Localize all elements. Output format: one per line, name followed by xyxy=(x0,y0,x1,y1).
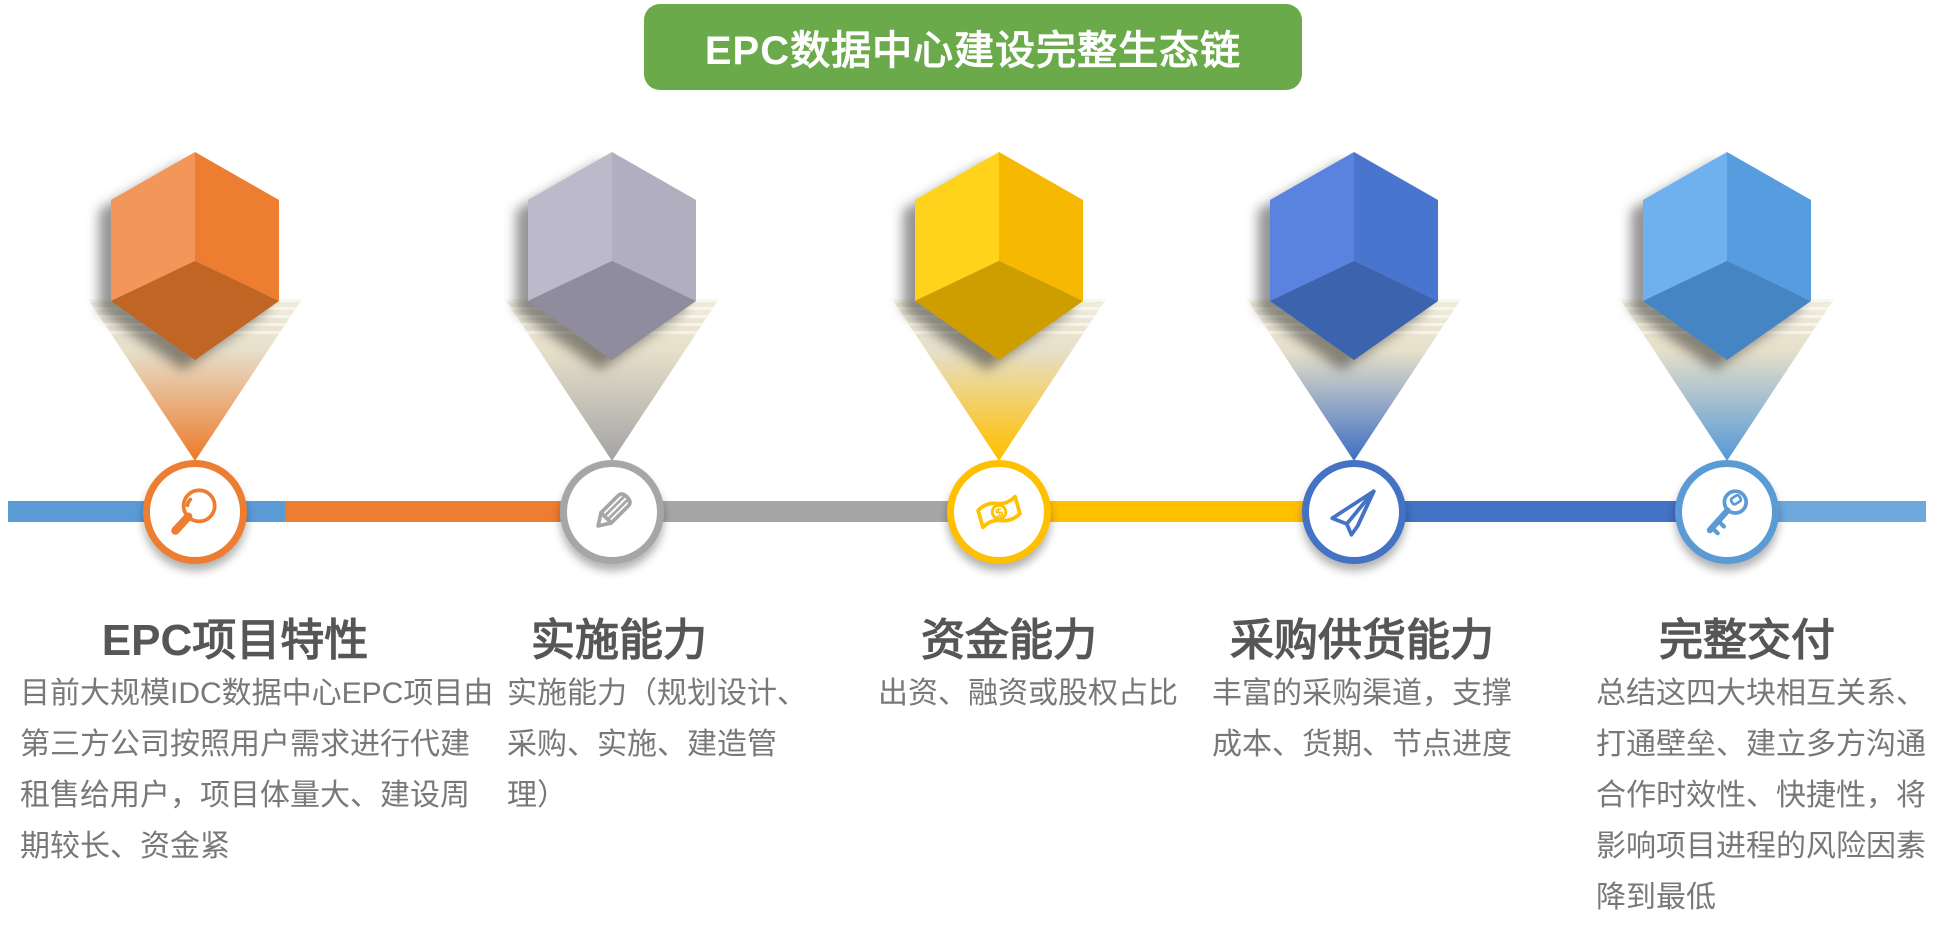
column-body: 丰富的采购渠道，支撑成本、货期、节点进度 xyxy=(1212,677,1512,761)
cube-left-face xyxy=(1270,152,1354,301)
cube-bottom-face xyxy=(111,261,279,360)
cube-3d xyxy=(111,152,279,360)
cube-3d xyxy=(915,152,1083,360)
funnel xyxy=(505,299,719,461)
funnel xyxy=(88,299,302,461)
timeline-segment-6 xyxy=(1727,501,1926,522)
cube-3d xyxy=(528,152,696,360)
cube-bottom-face xyxy=(528,261,696,360)
funnel xyxy=(1247,299,1461,461)
column-heading: 完整交付 xyxy=(1659,616,1835,665)
column-heading: 实施能力 xyxy=(531,616,707,665)
timeline-segment-4 xyxy=(1000,501,1305,522)
column-heading: EPC项目特性 xyxy=(101,616,369,665)
cube-bottom-face xyxy=(915,261,1083,360)
timeline-segment-5 xyxy=(1305,501,1727,522)
cube-bottom-face xyxy=(1643,261,1811,360)
cube-left-face xyxy=(528,152,612,301)
funnel xyxy=(892,299,1106,461)
column-body: 实施能力（规划设计、采购、实施、建造管理） xyxy=(507,677,807,812)
cube-left-face xyxy=(111,152,195,301)
cube-left-face xyxy=(1643,152,1727,301)
cube-3d xyxy=(1643,152,1811,360)
cube-right-face xyxy=(1354,152,1438,301)
timeline-segment-3 xyxy=(560,501,1000,522)
page-title: EPC数据中心建设完整生态链 xyxy=(704,29,1242,73)
cube-3d xyxy=(1270,152,1438,360)
column-body: 总结这四大块相互关系、打通壁垒、建立多方沟通合作时效性、快捷性，将影响项目进程的… xyxy=(1596,677,1926,914)
column-heading: 采购供货能力 xyxy=(1230,616,1494,665)
cube-right-face xyxy=(612,152,696,301)
funnel xyxy=(1620,299,1834,461)
cube-right-face xyxy=(195,152,279,301)
cube-bottom-face xyxy=(1270,261,1438,360)
column-body: 目前大规模IDC数据中心EPC项目由第三方公司按照用户需求进行代建租售给用户，项… xyxy=(20,677,494,863)
column-body: 出资、融资或股权占比 xyxy=(878,677,1178,710)
cube-right-face xyxy=(999,152,1083,301)
timeline-segment-2 xyxy=(285,501,560,522)
cube-right-face xyxy=(1727,152,1811,301)
timeline-segment-1 xyxy=(8,501,285,522)
title-banner: EPC数据中心建设完整生态链 xyxy=(644,4,1302,90)
cube-left-face xyxy=(915,152,999,301)
column-heading: 资金能力 xyxy=(921,616,1097,665)
